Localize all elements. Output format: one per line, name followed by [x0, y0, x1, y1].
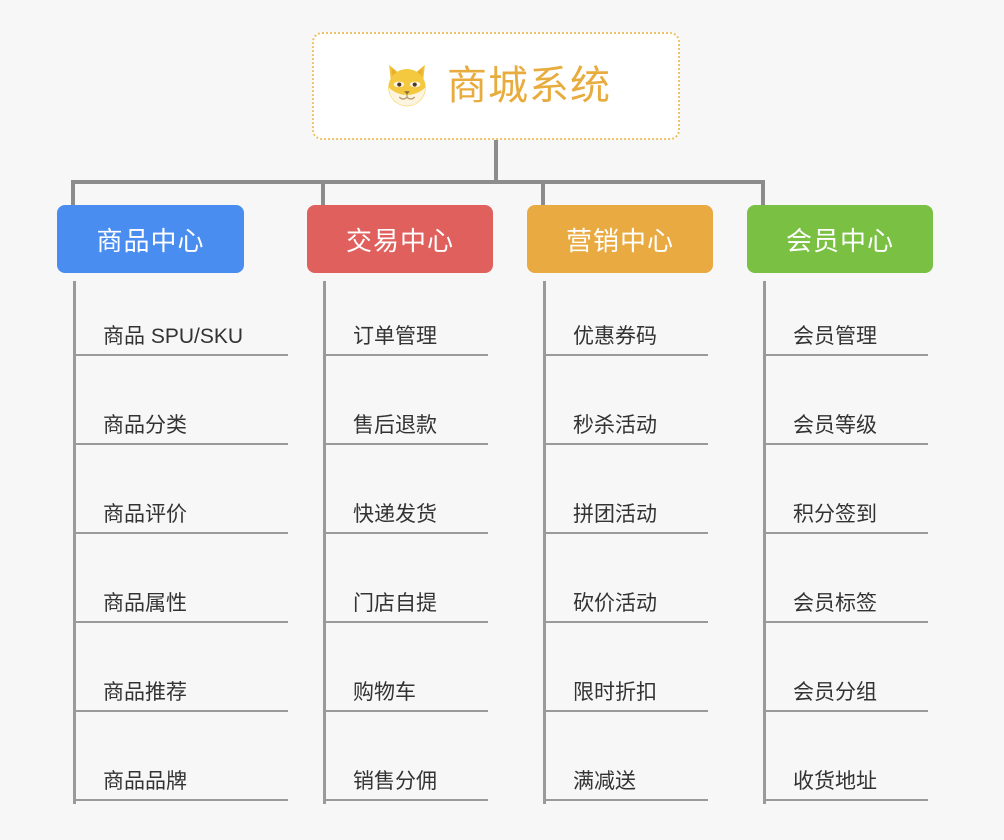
leaf-item[interactable]: 拼团活动 [543, 503, 708, 535]
branch-header-product-center[interactable]: 商品中心 [57, 205, 244, 273]
leaf-item[interactable]: 商品推荐 [73, 681, 288, 713]
leaf-item[interactable]: 满减送 [543, 770, 708, 802]
leaf-item[interactable]: 售后退款 [323, 414, 488, 446]
leaf-item[interactable]: 商品品牌 [73, 770, 288, 802]
leaf-item[interactable]: 收货地址 [763, 770, 928, 802]
leaf-item[interactable]: 会员等级 [763, 414, 928, 446]
leaf-item[interactable]: 购物车 [323, 681, 488, 713]
root-node[interactable]: 商城系统 [312, 32, 680, 140]
connector-drop-trade-center [321, 180, 325, 205]
connector-root-stem [494, 140, 498, 182]
leaf-item[interactable]: 积分签到 [763, 503, 928, 535]
leaf-item[interactable]: 商品 SPU/SKU [73, 325, 288, 357]
shiba-dog-face-icon [388, 64, 426, 107]
branch-trunk-product-center [73, 281, 76, 804]
branch-header-marketing-center[interactable]: 营销中心 [527, 205, 713, 273]
connector-drop-product-center [71, 180, 75, 205]
leaf-item[interactable]: 商品评价 [73, 503, 288, 535]
leaf-item[interactable]: 秒杀活动 [543, 414, 708, 446]
connector-bus-bar [73, 180, 765, 184]
leaf-item[interactable]: 限时折扣 [543, 681, 708, 713]
leaf-item[interactable]: 会员管理 [763, 325, 928, 357]
branch-trunk-member-center [763, 281, 766, 804]
leaf-item[interactable]: 商品属性 [73, 592, 288, 624]
branch-trunk-trade-center [323, 281, 326, 804]
leaf-item[interactable]: 优惠券码 [543, 325, 708, 357]
leaf-item[interactable]: 门店自提 [323, 592, 488, 624]
leaf-item[interactable]: 会员分组 [763, 681, 928, 713]
leaf-item[interactable]: 会员标签 [763, 592, 928, 624]
branch-trunk-marketing-center [543, 281, 546, 804]
leaf-item[interactable]: 商品分类 [73, 414, 288, 446]
root-title: 商城系统 [447, 64, 611, 108]
leaf-item[interactable]: 订单管理 [323, 325, 488, 357]
connector-drop-marketing-center [541, 180, 545, 205]
connector-drop-member-center [761, 180, 765, 205]
leaf-item[interactable]: 砍价活动 [543, 592, 708, 624]
leaf-item[interactable]: 快递发货 [323, 503, 488, 535]
branch-header-member-center[interactable]: 会员中心 [747, 205, 933, 273]
branch-header-trade-center[interactable]: 交易中心 [307, 205, 493, 273]
leaf-item[interactable]: 销售分佣 [323, 770, 488, 802]
